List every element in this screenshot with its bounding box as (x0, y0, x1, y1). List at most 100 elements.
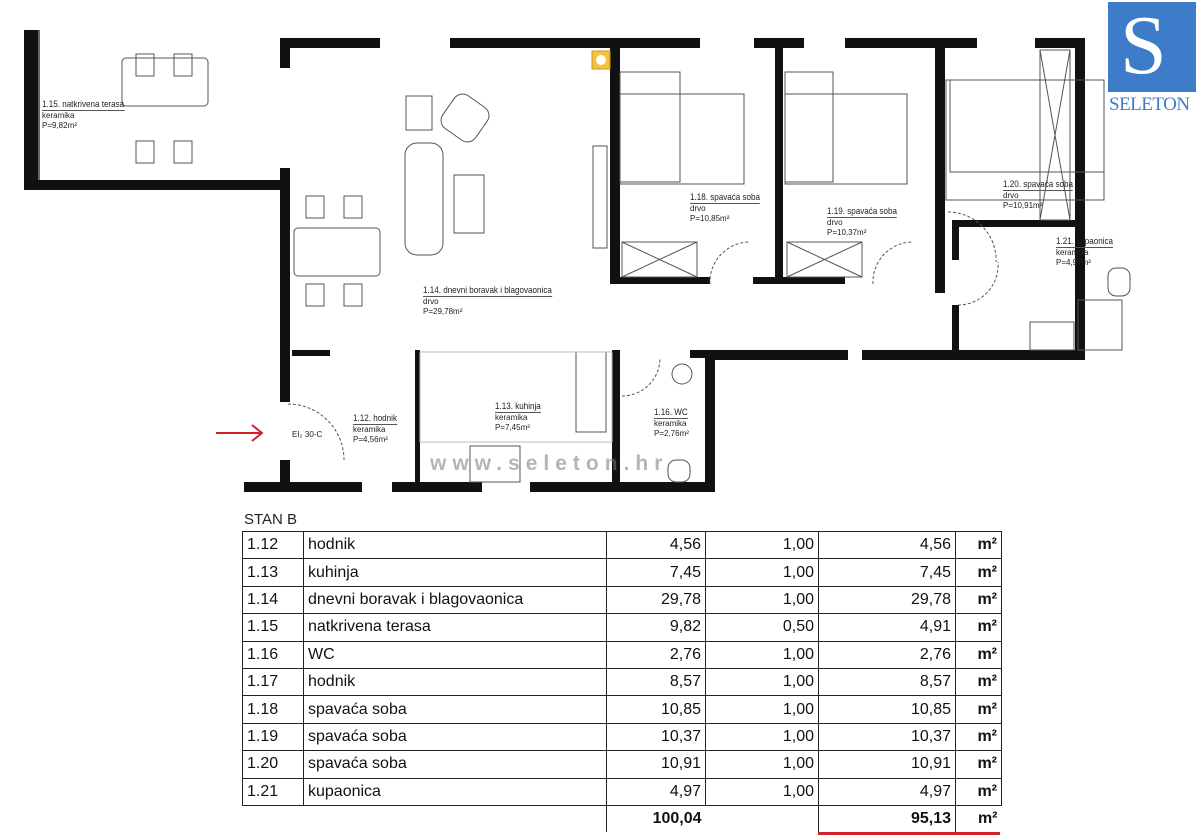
cell-name: dnevni boravak i blagovaonica (303, 585, 607, 615)
cell-coef: 1,00 (705, 667, 819, 697)
cell-code: 1.20 (242, 750, 304, 779)
kitchen-counter (575, 351, 607, 433)
door-rating-label: EI₂ 30-C (292, 430, 323, 439)
cell-code: 1.12 (242, 530, 304, 560)
table-title: STAN B (244, 511, 298, 528)
cell-coef: 1,00 (705, 777, 819, 806)
cell-unit: m² (955, 585, 1002, 615)
dining-table (293, 227, 381, 277)
total-net: 95,13 (818, 805, 956, 833)
cell-code: 1.19 (242, 722, 304, 752)
chair (305, 283, 325, 307)
chair (135, 140, 155, 164)
side-table (405, 95, 433, 131)
cell-code: 1.21 (242, 777, 304, 806)
cell-area: 7,45 (606, 558, 706, 587)
cell-name: WC (303, 640, 607, 669)
cell-coef: 1,00 (705, 558, 819, 587)
cell-net: 7,45 (818, 558, 956, 587)
compass-icon (591, 50, 611, 70)
wardrobe (1039, 49, 1071, 221)
cell-coef: 1,00 (705, 530, 819, 560)
cell-unit: m² (955, 667, 1002, 697)
cell-area: 8,57 (606, 667, 706, 697)
cell-net: 29,78 (818, 585, 956, 615)
cell-net: 4,91 (818, 613, 956, 642)
bed (784, 93, 908, 185)
cell-name: kuhinja (303, 558, 607, 587)
cell-coef: 1,00 (705, 695, 819, 724)
cell-code: 1.16 (242, 640, 304, 669)
chair (135, 53, 155, 77)
cell-code: 1.14 (242, 585, 304, 615)
toilet (1107, 267, 1131, 297)
cell-area: 2,76 (606, 640, 706, 669)
tv-unit (592, 145, 608, 249)
entrance-door-swing (287, 403, 345, 461)
bed (619, 93, 745, 185)
cell-name: spavaća soba (303, 695, 607, 724)
cell-net: 10,85 (818, 695, 956, 724)
total-highlight-underline (818, 832, 1000, 835)
chair (343, 195, 363, 219)
walls (24, 30, 1085, 492)
coffee-table (453, 174, 485, 234)
cell-area: 9,82 (606, 613, 706, 642)
cell-net: 10,37 (818, 722, 956, 752)
cell-unit: m² (955, 722, 1002, 752)
empty-cell (243, 805, 304, 832)
logo-name: SELETON (1109, 94, 1190, 115)
cell-unit: m² (955, 640, 1002, 669)
toilet (667, 459, 691, 483)
boiler (671, 363, 693, 385)
cell-net: 4,97 (818, 777, 956, 806)
cell-name: kupaonica (303, 777, 607, 806)
chair (305, 195, 325, 219)
cell-coef: 1,00 (705, 640, 819, 669)
cell-coef: 0,50 (705, 613, 819, 642)
shower (1077, 299, 1123, 351)
cell-code: 1.13 (242, 558, 304, 587)
cell-unit: m² (955, 530, 1002, 560)
furniture (121, 49, 1131, 483)
cell-area: 10,85 (606, 695, 706, 724)
cell-coef: 1,00 (705, 750, 819, 779)
cell-coef: 1,00 (705, 585, 819, 615)
chair (343, 283, 363, 307)
cell-name: spavaća soba (303, 722, 607, 752)
cell-name: spavaća soba (303, 750, 607, 779)
cell-net: 4,56 (818, 530, 956, 560)
cell-code: 1.15 (242, 613, 304, 642)
cell-unit: m² (955, 613, 1002, 642)
cell-unit: m² (955, 750, 1002, 779)
sofa (404, 142, 444, 256)
cell-unit: m² (955, 777, 1002, 806)
cell-name: hodnik (303, 530, 607, 560)
empty-cell (304, 805, 607, 832)
cell-area: 10,91 (606, 750, 706, 779)
cell-net: 10,91 (818, 750, 956, 779)
floor-plan-drawing (24, 30, 1131, 492)
total-area: 100,04 (606, 805, 706, 833)
wardrobe (786, 241, 863, 278)
cell-name: natkrivena terasa (303, 613, 607, 642)
washbasin (1029, 321, 1075, 351)
wardrobe (621, 241, 698, 278)
watermark: www.seleton.hr (430, 452, 669, 475)
